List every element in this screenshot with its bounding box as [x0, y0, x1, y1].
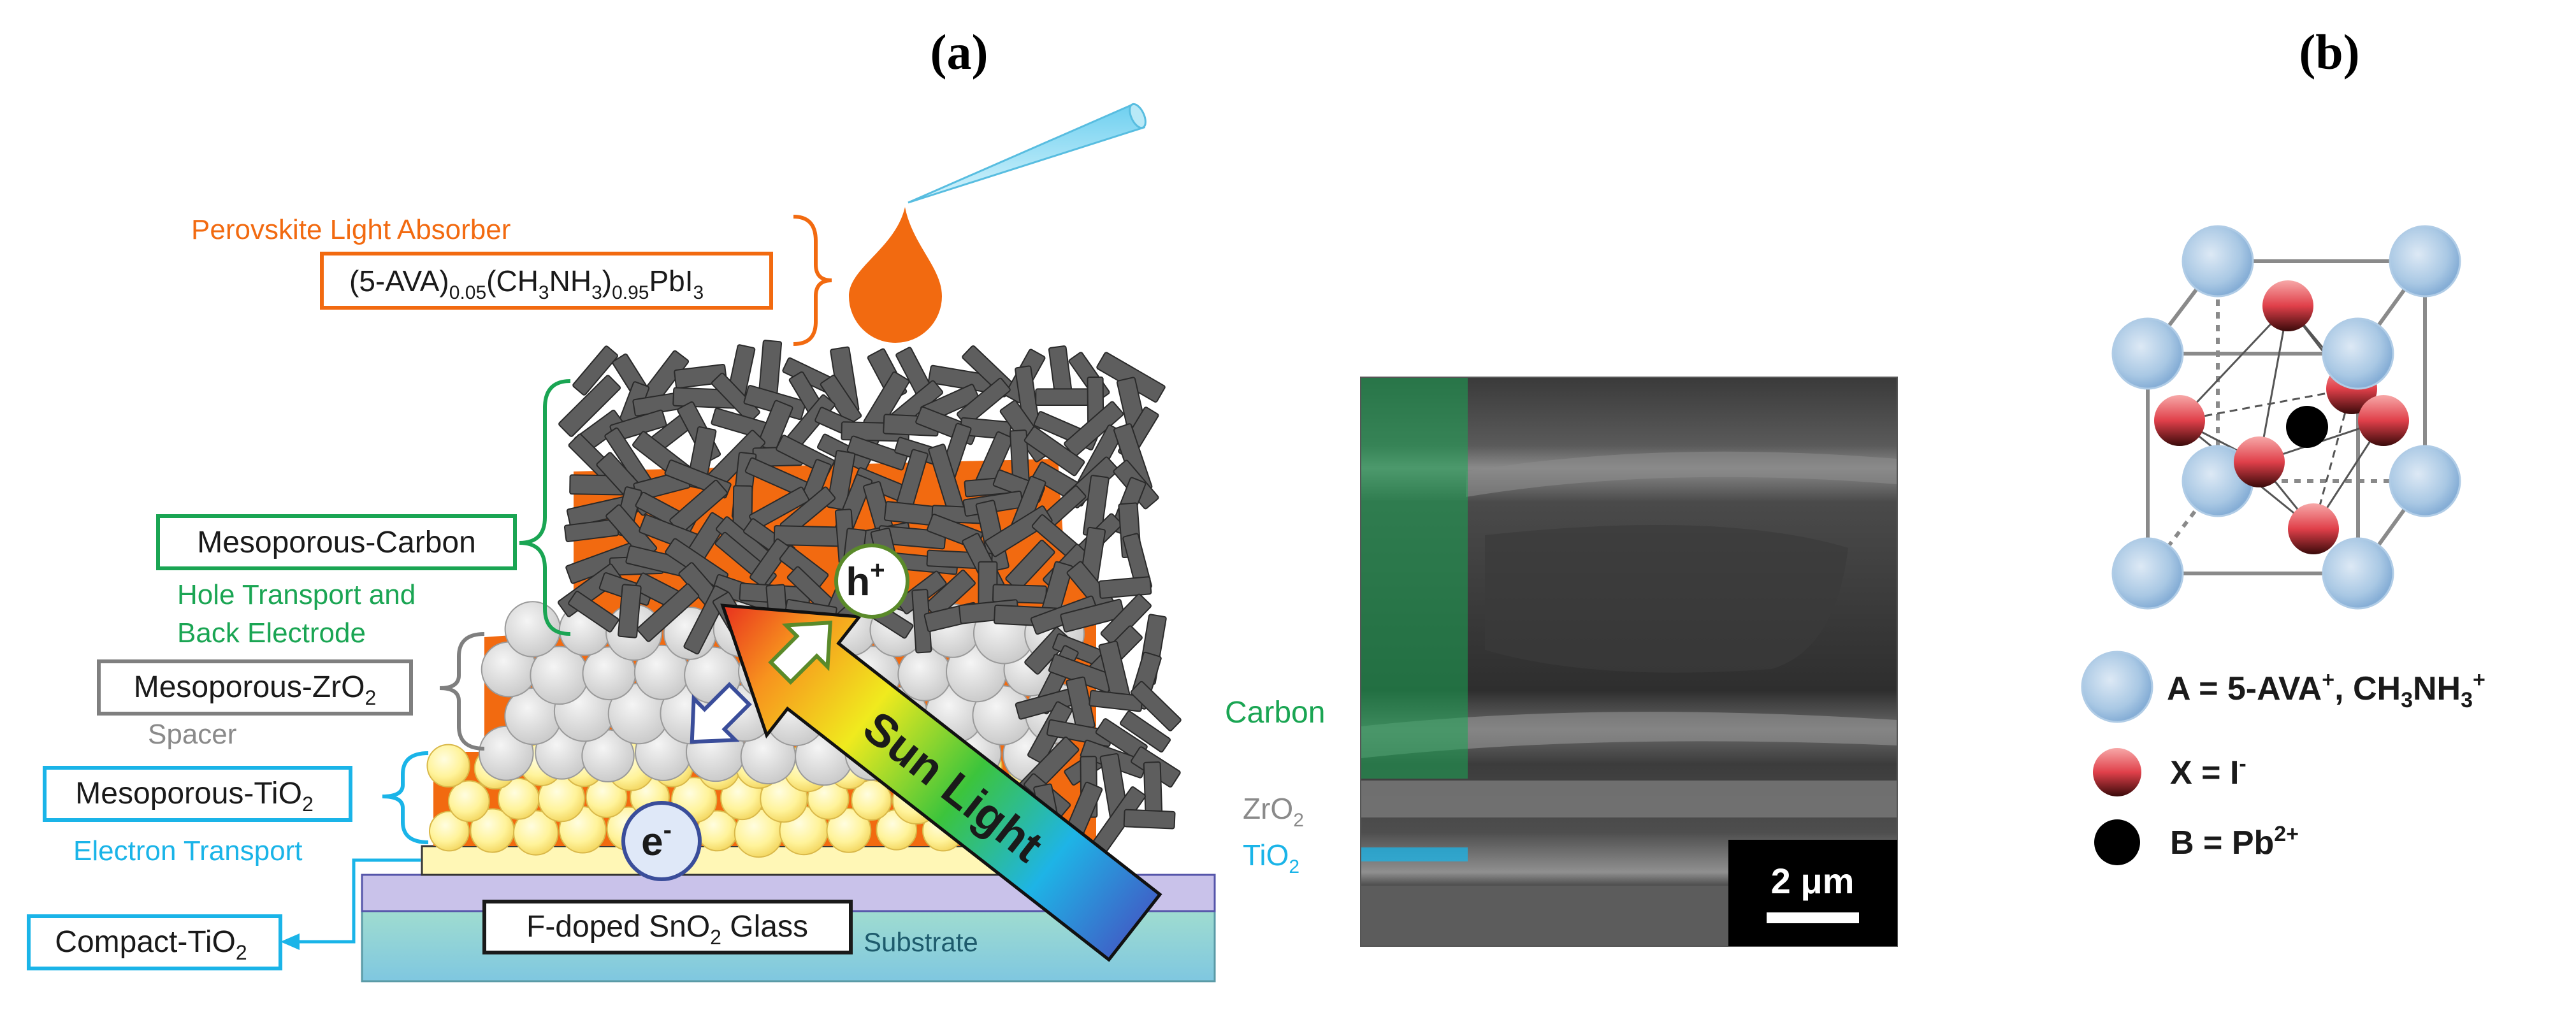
carbon-rod — [572, 345, 618, 396]
sem-tio2-label: TiO2 — [1243, 838, 1299, 877]
sem-image — [1361, 377, 1897, 946]
legend-b-text: B = Pb2+ — [2170, 822, 2299, 861]
carbon-rod — [637, 583, 700, 642]
compact-connector — [284, 858, 421, 944]
sem-tio2-overlay — [1361, 847, 1468, 861]
carbon-rod — [992, 584, 1047, 604]
x-site-atom — [2358, 395, 2409, 446]
carbon-rod — [1130, 680, 1182, 731]
panel-a-label: (a) — [930, 24, 988, 80]
carbon-rod — [1060, 598, 1125, 633]
legend-x-text: X = I- — [2170, 752, 2247, 791]
carbon-desc-1: Hole Transport and — [177, 579, 416, 610]
tio2-particle — [426, 744, 470, 788]
x-site-atom — [2288, 503, 2339, 554]
carbon-rod — [1119, 710, 1171, 753]
hole-carrier: h+ — [834, 543, 909, 619]
sem-zro2-label: ZrO2 — [1243, 792, 1304, 831]
panel-b-label: (b) — [2299, 24, 2359, 80]
electron-arrow — [690, 682, 752, 744]
tio2-label: Mesoporous-TiO2 — [75, 777, 313, 816]
carbon-rod — [1048, 345, 1073, 396]
pipette — [908, 103, 1147, 204]
carbon-bracket — [519, 379, 571, 636]
sem-carbon-label: Carbon — [1225, 696, 1325, 730]
compact-label-box — [27, 914, 282, 970]
absorber-formula: (5-AVA)0.05(CH3NH3)0.95PbI3 — [349, 264, 704, 303]
hole-arrow — [768, 621, 832, 685]
a-site-atom — [2389, 225, 2461, 298]
tio2-label-box — [43, 766, 352, 822]
legend-x-swatch — [2093, 748, 2141, 796]
carbon-rod — [1098, 576, 1152, 599]
substrate-label: Substrate — [864, 927, 978, 957]
absorber-formula-box — [320, 252, 773, 310]
legend-b-swatch — [2094, 819, 2140, 865]
tio2-particle — [826, 807, 872, 853]
tio2-bracket — [382, 751, 429, 844]
carbon-rod — [846, 435, 908, 471]
perovskite-crystal — [2111, 225, 2461, 610]
legend-a-swatch — [2081, 651, 2153, 723]
carbon-rod — [749, 538, 791, 587]
electron-carrier: e- — [621, 801, 702, 881]
carbon-desc-2: Back Electrode — [177, 617, 366, 649]
carbon-label: Mesoporous-Carbon — [197, 526, 476, 559]
carbon-rod — [1143, 761, 1163, 819]
fto-label: F-doped SnO2 Glass — [526, 910, 808, 949]
electron-label: e- — [641, 816, 672, 864]
tio2-particle — [428, 810, 470, 852]
compact-connector-arrowhead — [280, 933, 300, 950]
scale-bar-line — [1767, 912, 1859, 923]
sem-carbon-overlay — [1361, 377, 1468, 779]
zro2-bracket — [439, 632, 485, 751]
tio2-desc: Electron Transport — [73, 835, 303, 867]
scale-bar-box — [1728, 840, 1897, 946]
zro2-label-box — [97, 659, 413, 716]
carbon-rod — [1035, 388, 1094, 407]
x-site-atom — [2262, 280, 2313, 331]
b-site-atom — [2286, 406, 2328, 448]
carbon-rod — [618, 584, 642, 638]
x-site-atom — [2154, 395, 2205, 446]
a-site-atom — [2389, 445, 2461, 517]
absorber-bracket — [793, 215, 832, 346]
carbon-rods — [557, 340, 1182, 853]
zro2-label: Mesoporous-ZrO2 — [134, 670, 377, 709]
x-site-atom — [2234, 436, 2285, 487]
a-site-atom — [2322, 537, 2394, 610]
carbon-rod — [558, 375, 621, 437]
carbon-rod — [711, 372, 760, 423]
zro2-desc: Spacer — [148, 719, 236, 750]
a-site-atom — [2182, 225, 2254, 298]
carbon-rod — [568, 591, 619, 633]
carbon-rod — [925, 569, 976, 619]
carbon-rod — [1024, 426, 1085, 477]
a-site-atom — [2322, 317, 2394, 390]
compact-label: Compact-TiO2 — [55, 925, 247, 964]
a-site-atom — [2111, 317, 2184, 390]
fto-label-box — [482, 900, 853, 954]
carbon-rod — [985, 505, 1053, 558]
absorber-title: Perovskite Light Absorber — [191, 214, 510, 245]
a-site-atom — [2111, 537, 2184, 610]
hole-label: h+ — [846, 556, 885, 604]
carbon-label-box — [156, 514, 517, 570]
scale-bar-label: 2 μm — [1771, 861, 1855, 901]
sem-frame — [1360, 377, 1898, 947]
carbon-rod — [1100, 593, 1152, 646]
perovskite-droplet — [849, 207, 942, 343]
crystal-legend: A = 5-AVA+, CH3NH3+ X = I- B = Pb2+ — [2081, 651, 2486, 865]
legend-a-text: A = 5-AVA+, CH3NH3+ — [2167, 668, 2486, 712]
carbon-rod — [1123, 809, 1176, 830]
tio2-particle — [447, 780, 490, 823]
